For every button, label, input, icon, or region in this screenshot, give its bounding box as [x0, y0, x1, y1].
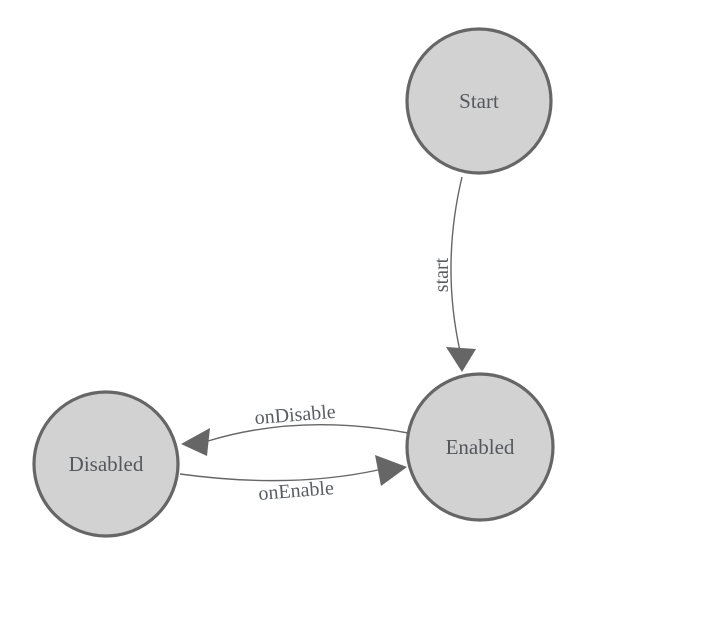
transition-ondisable-line	[207, 423, 409, 442]
transition-onenable-label: onEnable	[258, 477, 335, 505]
state-node-disabled[interactable]: Disabled	[32, 390, 180, 538]
state-node-enabled[interactable]: Enabled	[405, 372, 555, 522]
transition-onenable: onEnable	[179, 455, 407, 505]
arrowhead-down-icon	[446, 347, 476, 372]
transition-start-line	[450, 176, 463, 352]
start-state-circle[interactable]	[405, 27, 553, 175]
transition-start-label: start	[431, 257, 453, 292]
state-node-start[interactable]: Start	[405, 27, 553, 175]
enabled-state-label: Enabled	[446, 435, 515, 459]
transition-start-to-enabled: start	[431, 176, 476, 372]
start-state-label: Start	[459, 89, 499, 113]
disabled-state-circle[interactable]	[32, 390, 180, 538]
disabled-state-label: Disabled	[69, 452, 144, 476]
arrowhead-left-icon	[181, 428, 210, 456]
transition-onenable-line	[179, 469, 379, 482]
arrowhead-right-icon	[375, 455, 407, 486]
transition-ondisable: onDisable	[181, 401, 409, 456]
enabled-state-circle[interactable]	[405, 372, 555, 522]
